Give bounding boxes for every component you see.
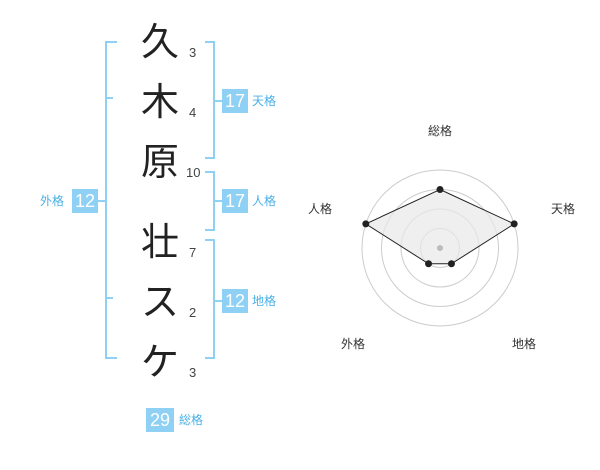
name-char-2: 木 (140, 80, 179, 124)
name-char-1: 久 (140, 20, 179, 64)
radar-label-soukaku: 総格 (428, 124, 453, 138)
stroke-count-3: 10 (186, 165, 201, 180)
name-char-4: 壮 (140, 220, 179, 264)
chikaku-bracket (205, 239, 215, 359)
jinkaku-label: 人格 (252, 194, 277, 208)
soukaku-value: 29 (146, 408, 174, 432)
name-char-3: 原 (140, 140, 179, 184)
radar-point (510, 220, 518, 228)
stroke-count-1: 3 (189, 45, 197, 60)
radar-point (447, 260, 455, 268)
radar-label-jinkaku: 人格 (308, 202, 333, 216)
stroke-count-2: 4 (189, 105, 197, 120)
radar-point (425, 260, 433, 268)
chikaku-label: 地格 (252, 294, 277, 308)
name-char-5: ス (140, 280, 179, 324)
radar-label-tenkaku: 天格 (551, 202, 576, 216)
radar-label-gaikaku: 外格 (341, 337, 366, 351)
soukaku-label: 総格 (179, 413, 204, 427)
radar-center-dot (437, 245, 443, 251)
jinkaku-value: 17 (222, 189, 248, 213)
name-char-6: ケ (140, 340, 179, 384)
stroke-count-5: 2 (189, 305, 197, 320)
stroke-count-4: 7 (189, 245, 197, 260)
tenkaku-value: 17 (222, 89, 248, 113)
gaikaku-label: 外格 (40, 194, 65, 208)
radar-ring (361, 169, 519, 327)
tenkaku-label: 天格 (252, 94, 277, 108)
gaikaku-value: 12 (72, 189, 98, 213)
radar-label-chikaku: 地格 (512, 337, 537, 351)
radar-polygon (364, 188, 516, 265)
chikaku-value: 12 (222, 289, 248, 313)
stroke-count-6: 3 (189, 365, 197, 380)
radar-point (362, 220, 370, 228)
radar-point (436, 186, 444, 193)
